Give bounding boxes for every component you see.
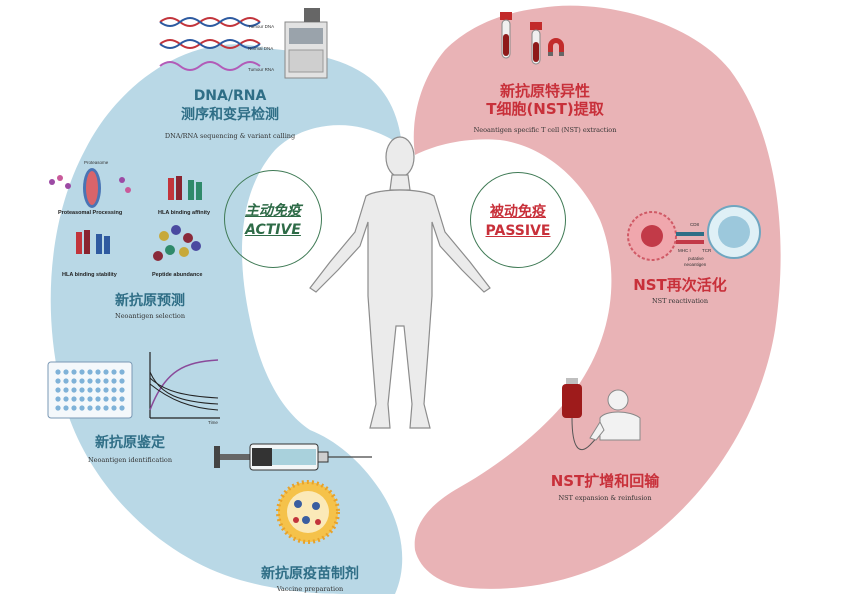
active-immunity-circle: 主动免疫 ACTIVE bbox=[224, 170, 322, 268]
dna-strand-icons bbox=[159, 17, 261, 71]
tcr-label: TCR bbox=[702, 248, 712, 253]
putative-label: putative bbox=[688, 256, 704, 261]
chart-time-label: Time bbox=[208, 420, 218, 425]
passive-immunity-region bbox=[413, 5, 781, 589]
hla-stability-label: HLA binding stability bbox=[62, 272, 117, 278]
tumour-rna-label: Tumour RNA bbox=[248, 67, 275, 72]
expansion-title: NST扩增和回输 bbox=[550, 472, 660, 490]
hla-stability-icon bbox=[76, 230, 110, 254]
t-cell-icon bbox=[676, 205, 761, 259]
reactivation-title: NST再次活化 bbox=[633, 276, 727, 294]
reactivation-subtitle: NST reactivation bbox=[651, 297, 709, 305]
cd8-label: CD8 bbox=[690, 222, 700, 227]
peptide-abundance-label: Peptide abundance bbox=[152, 272, 203, 278]
magnet-icon bbox=[548, 38, 564, 56]
kinetics-chart-icon bbox=[149, 352, 220, 419]
tumor-cell-icon bbox=[627, 211, 677, 261]
sequencing-subtitle: DNA/RNA sequencing & variant calling bbox=[164, 132, 296, 140]
active-label-cn: 主动免疫 bbox=[245, 203, 301, 219]
tumour-dna-label: Tumour DNA bbox=[248, 24, 275, 29]
blood-tube-icon bbox=[500, 12, 542, 65]
sequencing-title-line2: 测序和变异检测 bbox=[181, 107, 279, 123]
well-plate-icon bbox=[47, 361, 133, 419]
selection-title: 新抗原预测 bbox=[115, 293, 185, 309]
human-body-icon bbox=[309, 136, 491, 429]
extraction-title-line1: 新抗原特异性 bbox=[499, 82, 590, 100]
hla-affinity-label: HLA binding affinity bbox=[158, 210, 211, 216]
syringe-icon bbox=[214, 443, 372, 471]
selection-subtitle: Neoantigen selection bbox=[115, 312, 185, 320]
passive-immunity-circle: 被动免疫 PASSIVE bbox=[470, 172, 566, 268]
identification-title: 新抗原鉴定 bbox=[95, 435, 165, 451]
proteasome-icon bbox=[49, 168, 131, 208]
active-label-en: ACTIVE bbox=[245, 222, 301, 238]
proteasome-label: Proteasome bbox=[84, 160, 109, 165]
sequencing-title-line1: DNA/RNA bbox=[193, 88, 267, 104]
passive-label-cn: 被动免疫 bbox=[490, 204, 546, 220]
extraction-subtitle: Neoantigen specific T cell (NST) extract… bbox=[473, 126, 617, 134]
sequencer-icon bbox=[284, 8, 328, 79]
identification-subtitle: Neoantigen identification bbox=[87, 456, 173, 464]
extraction-title-line2: T细胞(NST)提取 bbox=[486, 100, 604, 118]
hla-affinity-icon bbox=[168, 176, 202, 200]
blood-bag-icon bbox=[562, 378, 605, 450]
proteasomal-processing-label: Proteasomal Processing bbox=[58, 210, 123, 216]
patient-icon bbox=[589, 389, 641, 441]
passive-label-en: PASSIVE bbox=[485, 223, 551, 239]
vaccine-title: 新抗原疫苗制剂 bbox=[261, 566, 359, 582]
expansion-subtitle: NST expansion & reinfusion bbox=[558, 494, 652, 502]
peptide-abundance-icon bbox=[153, 225, 201, 261]
vaccine-nanoparticle-icon bbox=[276, 480, 340, 544]
normal-dna-label: Normal DNA bbox=[248, 46, 274, 51]
vaccine-subtitle: Vaccine preparation bbox=[276, 585, 344, 593]
neoantigen-label: neoantigen bbox=[684, 262, 707, 267]
mhc-label: MHC I bbox=[678, 248, 691, 253]
